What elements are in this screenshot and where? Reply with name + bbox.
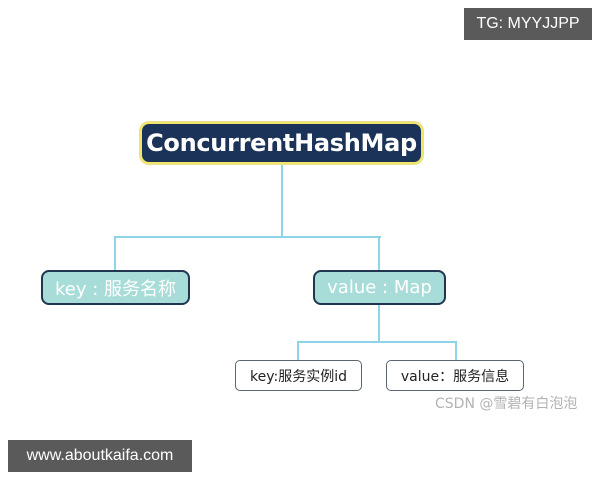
connector-value-down	[378, 305, 380, 343]
root-node-concurrenthashmap: ConcurrentHashMap	[140, 122, 423, 164]
connector-level2-horizontal	[297, 341, 457, 343]
node-key-instance-id-label: key:服务实例id	[250, 368, 347, 385]
connector-to-instance-id-node	[297, 341, 299, 361]
node-key-service-name: key : 服务名称	[41, 270, 190, 305]
site-badge-label: www.aboutkaifa.com	[26, 447, 174, 464]
connector-root-down	[281, 164, 283, 238]
tg-badge-label: TG: MYYJJPP	[476, 15, 580, 32]
connector-to-service-info-node	[455, 341, 457, 361]
node-value-service-info-label: value：服务信息	[400, 368, 510, 385]
node-value-service-info: value：服务信息	[386, 360, 524, 391]
node-key-service-name-label: key : 服务名称	[54, 278, 177, 300]
csdn-watermark: CSDN @雪碧有白泡泡	[435, 396, 578, 412]
root-node-label: ConcurrentHashMap	[146, 129, 417, 157]
node-key-instance-id: key:服务实例id	[235, 360, 362, 391]
node-value-map: value : Map	[313, 270, 446, 305]
connector-level1-horizontal	[114, 236, 381, 238]
connector-to-key-node	[114, 236, 116, 271]
site-badge: www.aboutkaifa.com	[8, 440, 192, 472]
connector-to-value-node	[378, 236, 380, 271]
tg-badge: TG: MYYJJPP	[464, 8, 592, 40]
node-value-map-label: value : Map	[327, 277, 432, 298]
